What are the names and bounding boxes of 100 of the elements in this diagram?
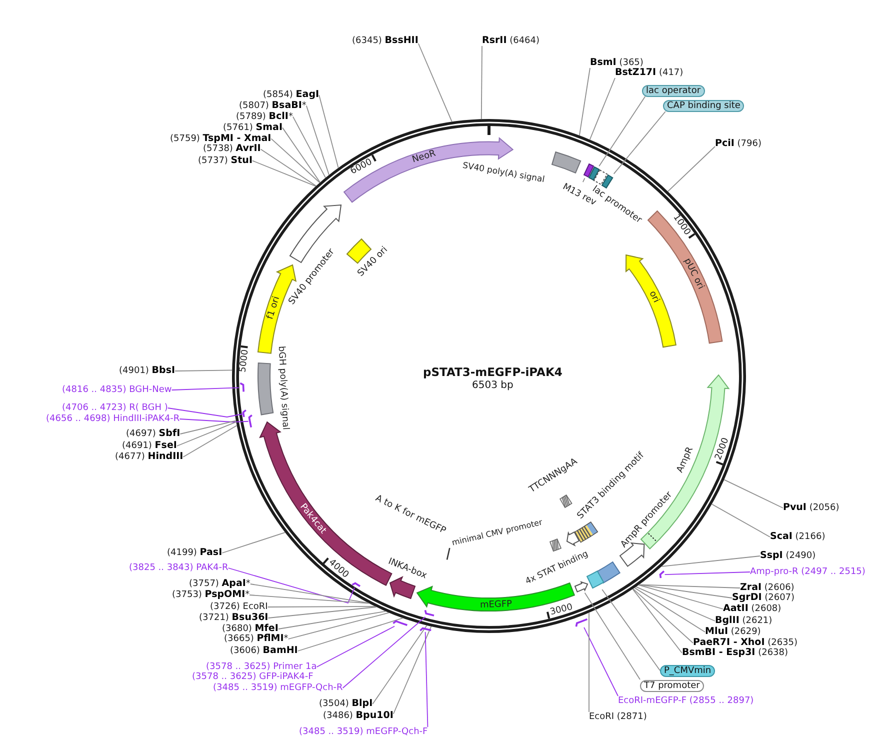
primer-mark xyxy=(242,408,248,418)
restriction-site-label: PciI (796) xyxy=(715,139,762,149)
leader-line xyxy=(228,568,355,604)
primer-mark xyxy=(350,582,361,588)
restriction-site-label: (3757) ApaI* xyxy=(189,579,250,589)
leader-line xyxy=(638,584,732,598)
leader-line xyxy=(613,111,666,174)
leader-line xyxy=(250,584,369,604)
leader-line xyxy=(418,43,452,122)
restriction-site-label: (5759) TspMI - XmaI xyxy=(170,134,272,144)
leader-line xyxy=(342,616,426,688)
restriction-site-label: BsmBI - Esp3I (2638) xyxy=(682,648,788,658)
restriction-site-label: (6345) BssHII xyxy=(352,36,418,46)
leader-line xyxy=(634,587,706,632)
feature-box xyxy=(586,570,605,590)
leader-line xyxy=(589,78,616,140)
feature-tag: lac operator xyxy=(642,84,705,96)
primer-label: (4706 .. 4723) R( BGH ) xyxy=(62,403,168,413)
restriction-site-label: (3753) PspOMI* xyxy=(172,590,250,600)
leader-line xyxy=(372,624,428,704)
leader-line xyxy=(316,626,395,668)
feature-label: SV40 poly(A) signal xyxy=(462,160,546,186)
feature-label: NeoR xyxy=(411,149,438,166)
feature-arc xyxy=(574,580,588,593)
leader-line xyxy=(664,572,750,576)
scale-label: 6000 xyxy=(349,156,374,176)
leader-line xyxy=(632,588,682,654)
feature-label: pUC ori xyxy=(682,256,706,291)
restriction-site-label: ZraI (2606) xyxy=(740,583,794,593)
leader-line xyxy=(182,425,238,458)
feature-label: f1 ori xyxy=(265,295,282,321)
leader-line xyxy=(267,606,376,608)
leader-line xyxy=(392,626,432,714)
leader-line xyxy=(268,606,377,618)
restriction-site-label: SspI (2490) xyxy=(760,551,816,561)
restriction-site-label: EcoRI (2871) xyxy=(589,712,647,722)
leader-line xyxy=(638,584,724,610)
primer-label: (3485 .. 3519) mEGFP-Qch-R xyxy=(213,683,343,693)
leader-line xyxy=(288,612,390,640)
primer-label: (3578 .. 3625) GFP-iPAK4-F xyxy=(192,672,314,682)
restriction-site-label: (5854) EagI xyxy=(263,90,320,100)
restriction-site-label: PvuI (2056) xyxy=(783,503,840,513)
leader-line xyxy=(588,612,590,712)
restriction-site-label: ScaI (2166) xyxy=(770,532,826,542)
leader-line xyxy=(724,479,784,508)
restriction-site-label: (4199) PasI xyxy=(167,548,222,558)
leader-line xyxy=(578,68,590,136)
scale-label: 3000 xyxy=(550,602,574,618)
restriction-site-label: (3726) EcoRI xyxy=(210,602,268,612)
restriction-site-label: RsrII (6464) xyxy=(482,36,540,46)
restriction-site-label: BsmI (365) xyxy=(590,58,644,68)
feature-tag: P_CMVmin xyxy=(660,664,716,676)
scale-label: 2000 xyxy=(714,436,732,462)
feature-label: bGH poly(A) signal xyxy=(276,346,290,430)
primer-mark xyxy=(238,382,245,394)
feature-box xyxy=(588,166,600,182)
leader-line xyxy=(598,96,646,167)
primer-label: (3578 .. 3625) Primer 1a xyxy=(206,662,317,672)
leader-line xyxy=(282,127,320,183)
feature-tag: T7 promoter xyxy=(640,680,704,692)
primer-label: (4816 .. 4835) BGH-New xyxy=(62,385,172,395)
leader-line xyxy=(222,532,286,554)
leader-line xyxy=(270,138,320,184)
restriction-site-label: PaeR7I - XhoI (2635) xyxy=(693,638,798,648)
leader-line xyxy=(180,420,236,434)
leader-line xyxy=(249,594,370,604)
restriction-site-label: (5737) StuI xyxy=(198,156,252,166)
restriction-site-label: SgrDI (2607) xyxy=(732,593,795,603)
leader-line xyxy=(292,116,326,178)
plasmid-size: 6503 bp xyxy=(472,380,514,390)
restriction-site-label: BstZ17I (417) xyxy=(615,68,684,78)
leader-line xyxy=(176,422,237,446)
restriction-site-label: (3606) BamHI xyxy=(230,646,298,656)
primer-label: Amp-pro-R (2497 .. 2515) xyxy=(750,567,866,577)
restriction-site-label: (3504) BlpI xyxy=(319,699,373,709)
leader-line xyxy=(667,146,716,192)
leader-line xyxy=(582,178,586,182)
scale-label: 5000 xyxy=(238,349,251,374)
feature-label: mEGFP xyxy=(480,599,512,610)
leader-line xyxy=(297,618,404,652)
restriction-site-label: (4677) HindIII xyxy=(115,452,184,462)
restriction-site-label: (5807) BsaBI* xyxy=(239,100,306,111)
leader-line xyxy=(174,370,233,372)
leader-line xyxy=(306,105,330,176)
primer-mark xyxy=(424,609,436,617)
leader-line xyxy=(584,592,640,680)
feature-tag: CAP binding site xyxy=(663,100,744,112)
restriction-site-label: AatII (2608) xyxy=(723,604,782,614)
leader-line xyxy=(661,556,760,567)
primer-mark xyxy=(658,570,665,580)
leader-line xyxy=(636,586,716,622)
restriction-site-label: (3721) Bsu36I xyxy=(199,613,268,623)
restriction-site-label: (3680) MfeI xyxy=(222,624,278,634)
restriction-site-label: BglII (2621) xyxy=(715,616,772,626)
restriction-site-label: (5789) BclI* xyxy=(236,112,293,122)
primer-mark xyxy=(248,414,254,429)
restriction-site-label: (3665) PflMI* xyxy=(224,634,288,644)
leader-line xyxy=(167,408,243,418)
leader-line xyxy=(179,418,249,422)
feature-label: ori xyxy=(646,290,662,305)
